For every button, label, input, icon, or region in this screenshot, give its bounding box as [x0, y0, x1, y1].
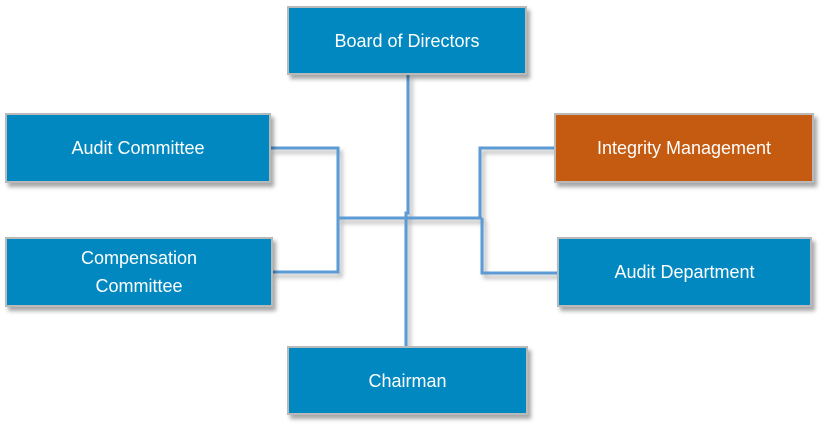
node-label: Audit Department: [614, 262, 755, 282]
node-integrity-management[interactable]: Integrity Management: [554, 113, 814, 183]
connector-board-to-hub: [404, 75, 410, 218]
node-audit-department[interactable]: Audit Department: [557, 237, 812, 307]
node-board-of-directors[interactable]: Board of Directors: [287, 6, 527, 75]
node-audit-committee[interactable]: Audit Committee: [5, 113, 271, 183]
node-label: Compensation Committee: [81, 244, 197, 300]
connector-integrity: [478, 146, 554, 218]
node-label: Board of Directors: [334, 30, 480, 51]
connector-compensation: [273, 218, 340, 274]
node-compensation-committee[interactable]: Compensation Committee: [5, 237, 273, 307]
connector-audit-dept: [480, 218, 557, 275]
node-label-line-1: Compensation: [80, 248, 198, 268]
node-chairman[interactable]: Chairman: [287, 346, 528, 415]
node-label-line-2: Committee: [95, 276, 183, 296]
node-label: Integrity Management: [596, 138, 772, 158]
node-label: Audit Committee: [71, 138, 205, 158]
node-label: Chairman: [368, 370, 447, 391]
connector-audit-committee: [271, 146, 340, 218]
